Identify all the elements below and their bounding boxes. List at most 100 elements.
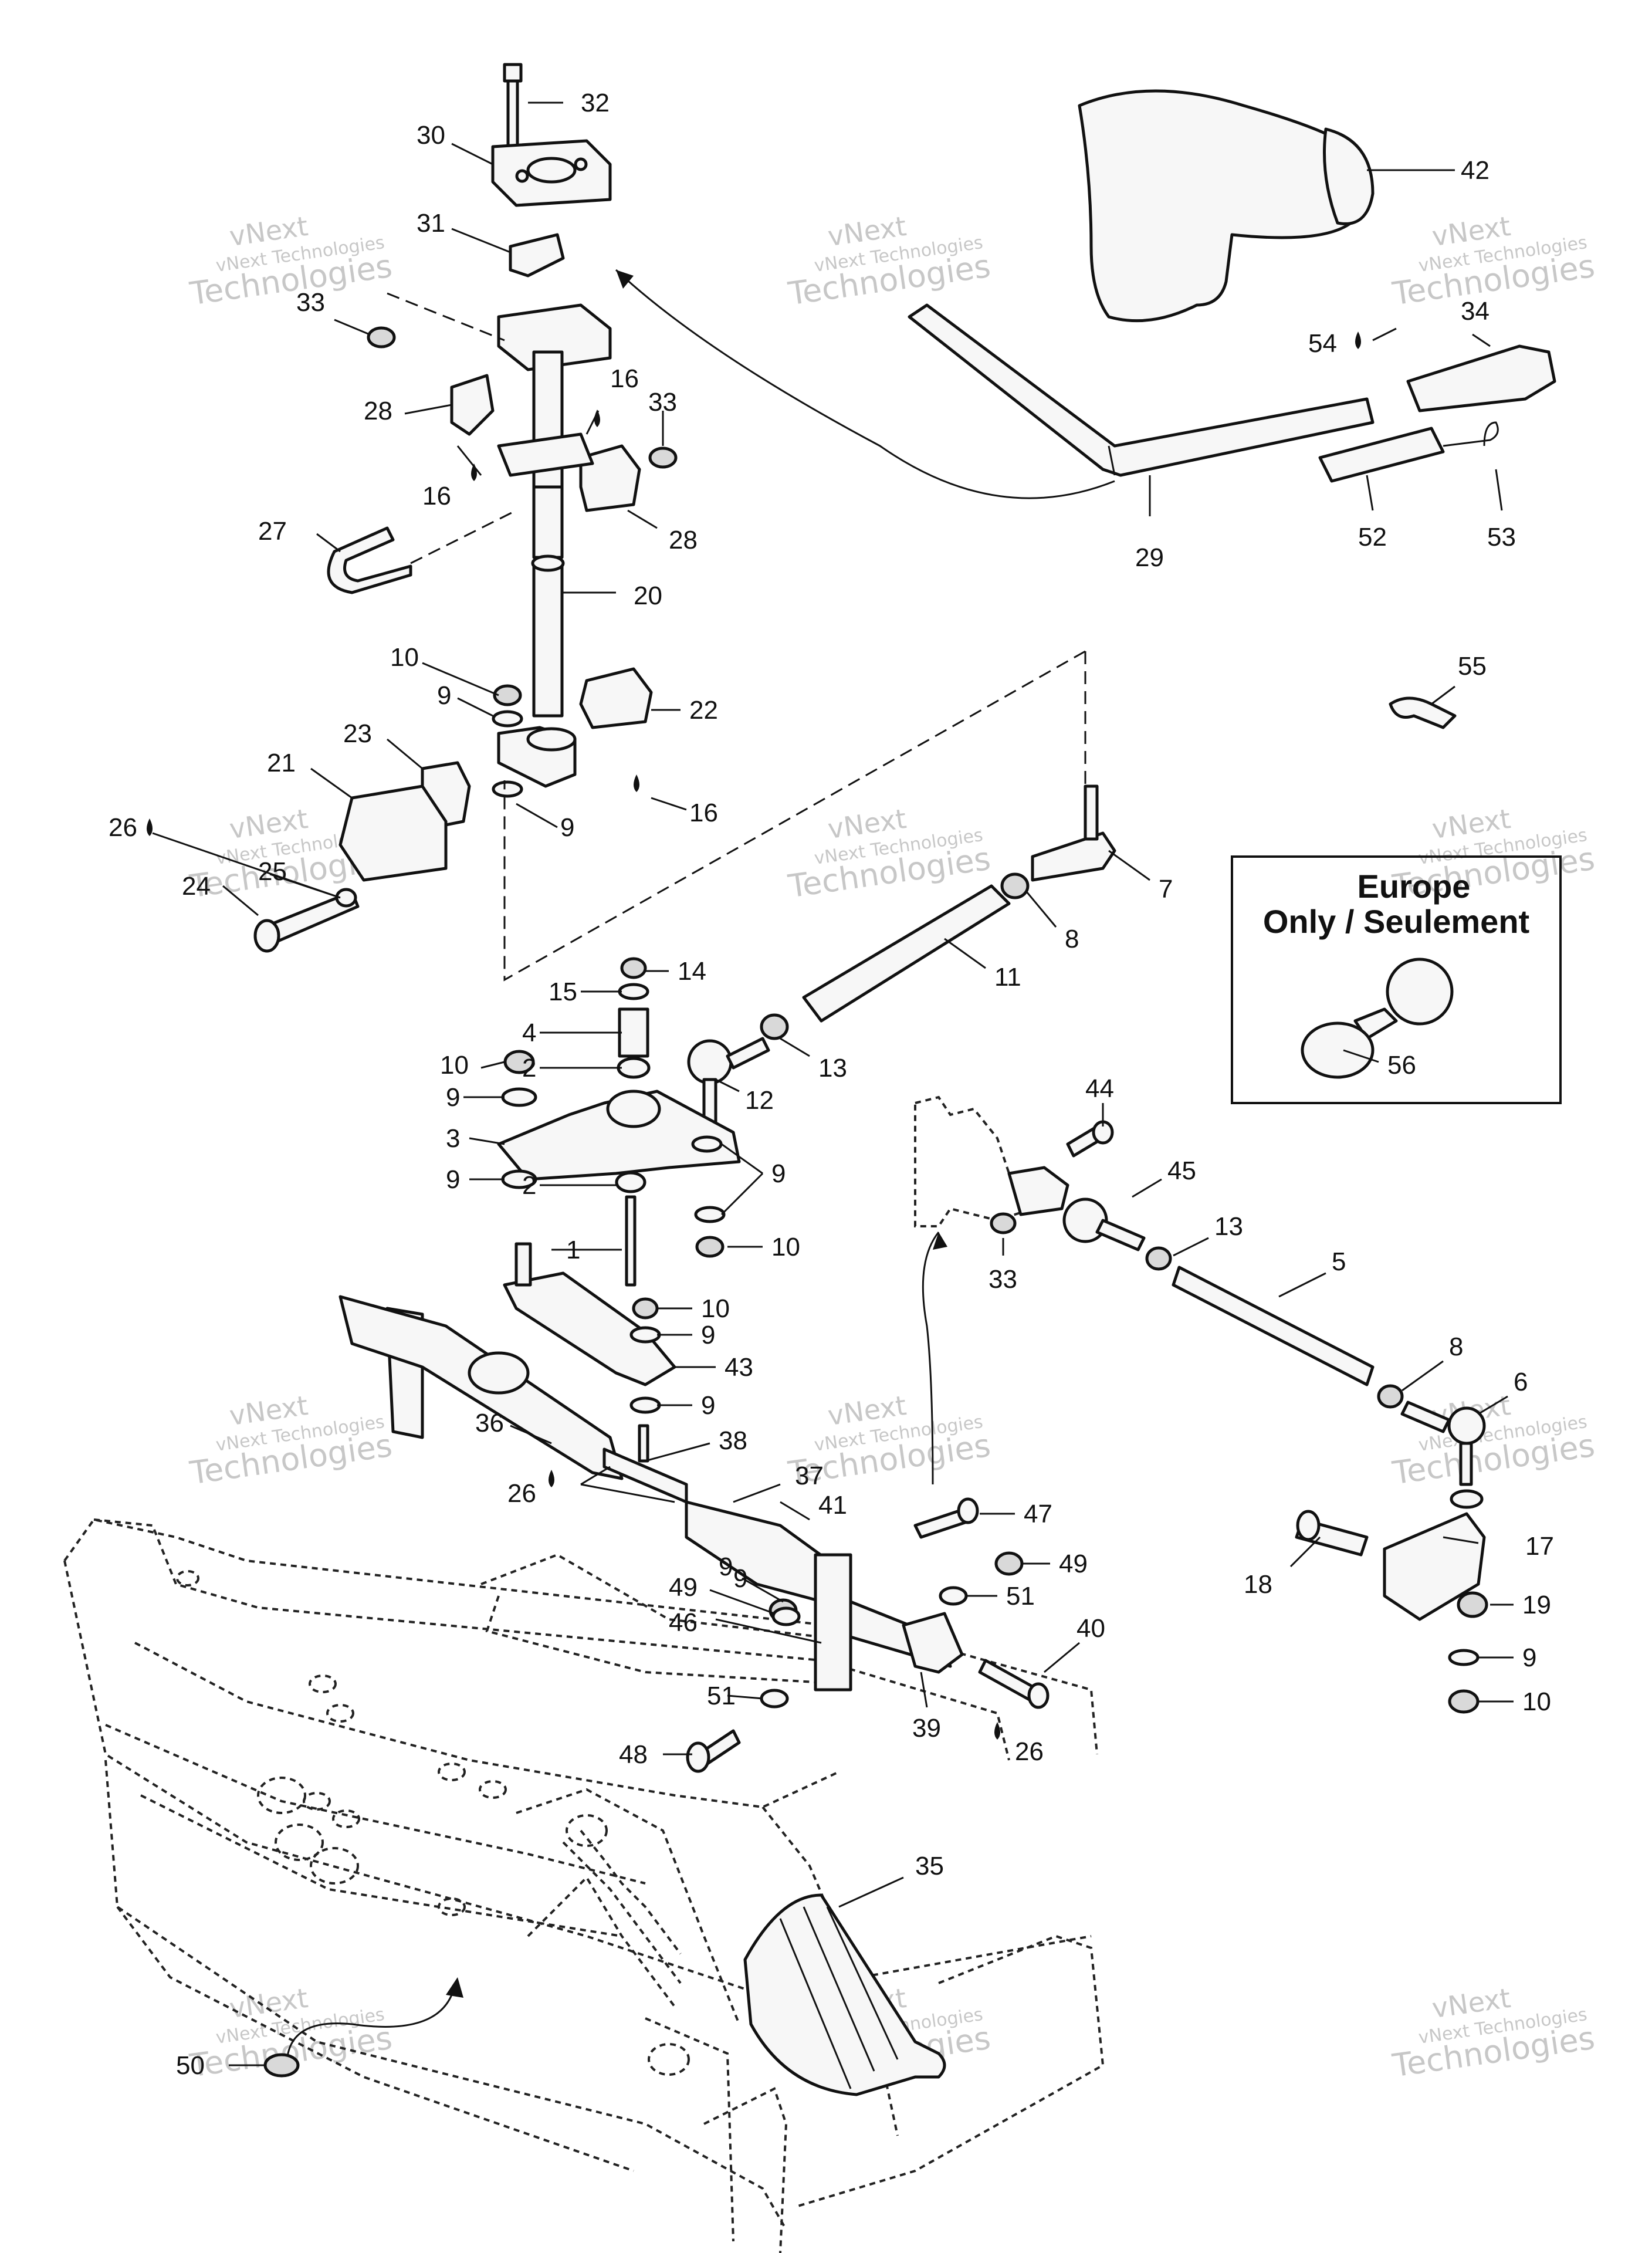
washer-9 [492,710,523,728]
rack-bracket-41 [814,1553,852,1692]
nut-13-lower [1145,1246,1172,1271]
callout: 13 [1214,1212,1243,1241]
callout: 14 [678,957,706,986]
callout: 3 [446,1124,460,1153]
bushing-28-left [450,374,495,436]
oil-drop-icon [147,818,153,836]
nut-19 [1457,1591,1488,1618]
washer-9-right-2 [694,1206,726,1223]
oil-drop-icon [1355,331,1361,349]
watermark-group: vNext vNext Technologies Technologies vN… [187,210,1597,2085]
washer-9-stack-1 [501,1087,537,1107]
callout: 9 [446,1083,460,1112]
u-bolt-27 [327,526,412,594]
washer-9-bottom [1448,1649,1480,1666]
callout: 11 [994,963,1021,992]
tie-rod-5 [1172,1266,1375,1386]
callout: 13 [818,1054,847,1082]
callout: 37 [795,1462,824,1490]
callout: 30 [417,121,445,150]
callout: 43 [725,1353,753,1382]
callout: 9 [701,1321,715,1349]
watermark: vNext vNext Technologies Technologies [786,803,993,905]
callout: 45 [1167,1156,1196,1185]
pivot-bracket-dashed [914,1095,1034,1227]
watermark: vNext vNext Technologies Technologies [187,1389,394,1492]
callout: 22 [689,696,718,725]
oil-drop-icon [471,464,477,481]
callout: 2 [522,1171,536,1200]
washer-15 [618,983,649,1000]
callout: 33 [989,1265,1017,1294]
clamp-21 [338,784,448,882]
callout: 46 [669,1608,698,1637]
arrow-head-lower [933,1232,947,1250]
washer-9-arm-lower [629,1396,661,1414]
callout: 9 [701,1391,715,1420]
callout: 4 [522,1019,536,1047]
callout: 35 [915,1852,944,1880]
bushing-half-31 [509,233,565,278]
nut-33-lower [990,1212,1017,1234]
bushing-2-lower [615,1171,646,1193]
oil-drop-icon [634,774,639,792]
rack-boot-35 [743,1893,946,2096]
callout: 6 [1514,1368,1528,1396]
nut-33-right [648,446,678,469]
callout: 20 [634,581,662,610]
nut-14 [620,957,647,979]
callout: 15 [549,977,577,1006]
inset-title-line2: Only / Seulement [1263,903,1529,940]
callout: 41 [818,1491,847,1520]
watermark: vNext vNext Technologies Technologies [1390,210,1597,313]
pivot-bolt-1 [625,1195,637,1287]
nut-33-top [367,326,396,349]
callout: 52 [1358,523,1387,552]
watermark: vNext vNext Technologies Technologies [1390,1982,1597,2085]
callout: 16 [689,799,718,827]
nut-10-stack [503,1050,535,1074]
nut-10-bottom [1448,1689,1480,1714]
watermark: vNext vNext Technologies Technologies [786,210,993,313]
callout: 49 [1059,1550,1088,1578]
bushing-22 [579,667,653,729]
bushing-28-right [579,444,641,512]
steering-column-assembly [253,63,678,953]
callout: 17 [1525,1532,1554,1561]
washer-9-rack [771,1606,801,1626]
handlebar-29 [908,303,1375,477]
callout: 24 [182,872,211,901]
callout: 48 [619,1740,648,1769]
callout: 1 [566,1236,580,1264]
right-tie-rod-assembly [914,1095,1488,1714]
oil-drop-icon [594,410,600,427]
nut-10-right [695,1236,725,1258]
leader-lines [152,102,1514,2066]
steering-arm-43 [503,1271,676,1386]
callout: 10 [771,1233,800,1261]
callout: 25 [258,857,287,886]
handlebar-pad-42 [1078,89,1369,323]
washer-25 [335,888,357,908]
callout: 8 [1065,925,1079,953]
callout: 19 [1522,1591,1551,1619]
callout: 9 [771,1159,786,1188]
washer-9-lower [492,780,523,798]
callout: 16 [422,482,451,510]
callout: 36 [475,1409,504,1437]
tie-rod-end-7 [1031,831,1116,882]
callout: 55 [1458,652,1487,681]
nut-13-upper [760,1013,789,1040]
callout: 49 [669,1573,698,1602]
bracket-16 [497,432,594,477]
grip-34 [1406,344,1556,412]
callout: 21 [267,749,296,777]
grip-52 [1318,427,1445,483]
assembly-lines [286,269,1115,2057]
bushing-2-upper [617,1057,651,1079]
callout: 53 [1487,523,1516,552]
watermark: vNext vNext Technologies Technologies [1390,1389,1597,1492]
callout: 31 [417,209,445,238]
washer-51-lower [760,1689,789,1709]
